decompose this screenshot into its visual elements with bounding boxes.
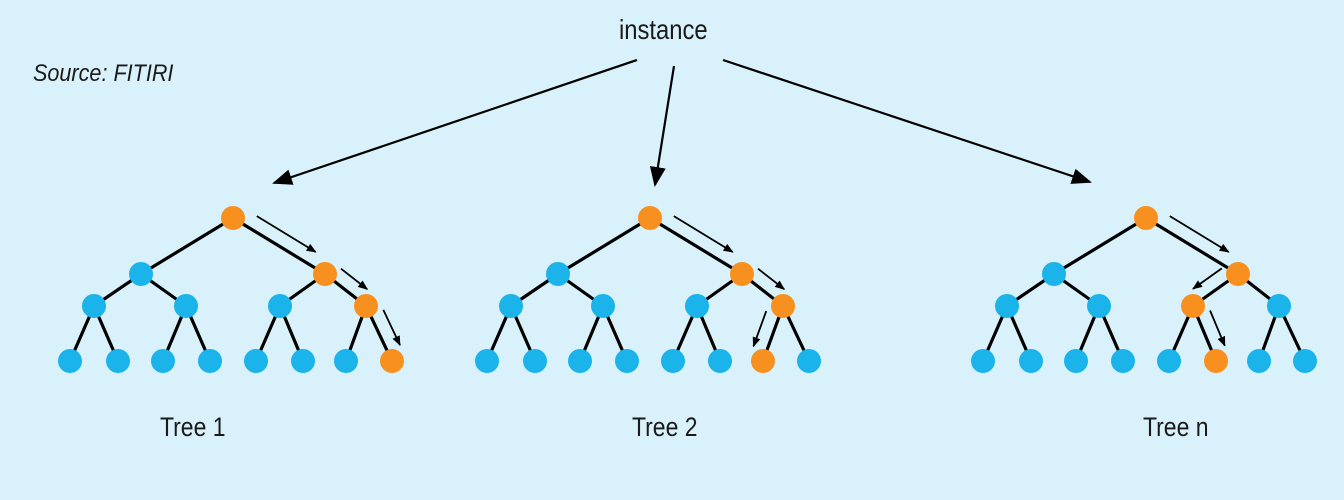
tree-node <box>1247 349 1271 373</box>
tree-node <box>82 294 106 318</box>
tree-node <box>685 294 709 318</box>
tree-node <box>568 349 592 373</box>
tree-edge <box>1144 216 1240 276</box>
tree-3 <box>971 206 1317 373</box>
tree-node <box>475 349 499 373</box>
tree-label-1: Tree 1 <box>160 412 226 442</box>
instance-arrows <box>272 58 1092 187</box>
active-tree-node <box>313 262 337 286</box>
tree-node <box>971 349 995 373</box>
tree-node <box>797 349 821 373</box>
tree-node <box>546 262 570 286</box>
tree-edge <box>139 216 235 276</box>
path-arrow <box>1169 215 1230 253</box>
instance-label: instance <box>619 14 708 45</box>
tree-node <box>244 349 268 373</box>
tree-edge <box>1052 216 1148 276</box>
tree-edge <box>231 216 327 276</box>
active-tree-node <box>354 294 378 318</box>
tree-label-n: Tree n <box>1143 412 1209 442</box>
tree-node <box>995 294 1019 318</box>
tree-node <box>1087 294 1111 318</box>
tree-node <box>291 349 315 373</box>
tree-node <box>615 349 639 373</box>
tree-node <box>499 294 523 318</box>
tree-node <box>198 349 222 373</box>
path-arrow <box>1209 310 1226 347</box>
path-arrow <box>340 268 369 290</box>
tree-node <box>1111 349 1135 373</box>
active-tree-node <box>1134 206 1158 230</box>
tree-1 <box>58 206 404 373</box>
tree-2 <box>475 206 821 373</box>
active-tree-node <box>751 349 775 373</box>
tree-edge <box>556 216 652 276</box>
tree-node <box>1019 349 1043 373</box>
active-tree-node <box>730 262 754 286</box>
active-tree-node <box>771 294 795 318</box>
tree-node <box>106 349 130 373</box>
active-tree-node <box>1204 349 1228 373</box>
instance-arrow-3 <box>722 58 1092 184</box>
path-arrow <box>1192 267 1223 290</box>
source-label: Source: FITIRI <box>33 60 174 87</box>
active-tree-node <box>1181 294 1205 318</box>
instance-arrow-1 <box>272 58 638 185</box>
trees <box>58 206 1317 373</box>
path-arrow <box>757 268 786 290</box>
tree-node <box>708 349 732 373</box>
active-tree-node <box>380 349 404 373</box>
tree-node <box>174 294 198 318</box>
active-tree-node <box>221 206 245 230</box>
path-arrow <box>382 309 401 347</box>
tree-node <box>334 349 358 373</box>
tree-node <box>151 349 175 373</box>
tree-label-2: Tree 2 <box>632 412 698 442</box>
tree-node <box>1157 349 1181 373</box>
tree-node <box>129 262 153 286</box>
path-arrow <box>256 215 317 253</box>
path-arrow <box>752 310 768 348</box>
tree-edge <box>648 216 744 276</box>
tree-node <box>591 294 615 318</box>
tree-node <box>1267 294 1291 318</box>
active-tree-node <box>638 206 662 230</box>
tree-node <box>1064 349 1088 373</box>
tree-node <box>661 349 685 373</box>
instance-arrow-2 <box>649 65 676 187</box>
tree-node <box>1042 262 1066 286</box>
tree-node <box>1293 349 1317 373</box>
active-tree-node <box>1226 262 1250 286</box>
tree-node <box>58 349 82 373</box>
tree-node <box>268 294 292 318</box>
path-arrow <box>673 215 734 253</box>
tree-node <box>523 349 547 373</box>
